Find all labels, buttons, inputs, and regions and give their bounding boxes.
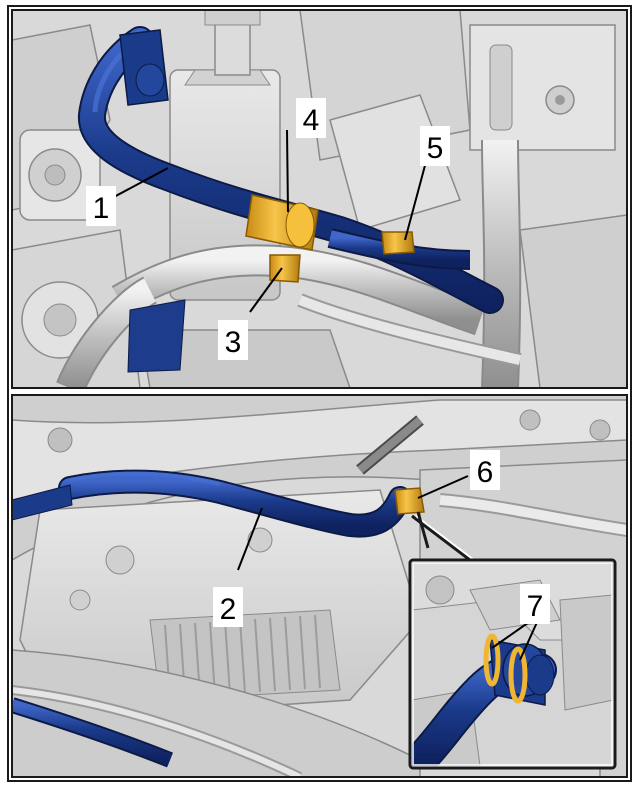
top-panel-border xyxy=(11,9,628,389)
callout-3: 3 xyxy=(218,320,248,360)
callout-7: 7 xyxy=(520,584,550,624)
inset-pointer xyxy=(411,511,475,562)
svg-text:1: 1 xyxy=(93,192,110,225)
callout-5: 5 xyxy=(420,126,450,166)
svg-text:3: 3 xyxy=(225,326,242,359)
svg-text:7: 7 xyxy=(527,590,544,623)
outer-border xyxy=(7,5,632,782)
callout-6: 6 xyxy=(470,450,500,490)
callout-4: 4 xyxy=(296,98,326,138)
svg-text:4: 4 xyxy=(303,104,320,137)
hose-clamp-4 xyxy=(245,194,319,251)
top-leader-lines xyxy=(111,129,428,313)
callout-2: 2 xyxy=(213,587,243,627)
svg-text:2: 2 xyxy=(220,593,237,626)
detail-inset: 7 xyxy=(408,558,617,770)
callout-1: 1 xyxy=(86,186,116,226)
top-engine-parts xyxy=(12,10,627,388)
svg-text:6: 6 xyxy=(477,456,494,489)
connector-6 xyxy=(394,487,425,515)
bottom-panel-border xyxy=(11,394,628,778)
bottom-leader-lines xyxy=(237,475,469,571)
bottom-panel: 2 6 xyxy=(11,394,628,778)
svg-text:5: 5 xyxy=(427,132,444,165)
hose-clamp-5 xyxy=(381,231,415,255)
top-panel: 1 4 3 5 xyxy=(11,9,628,389)
vacuum-hose-2 xyxy=(11,469,412,538)
